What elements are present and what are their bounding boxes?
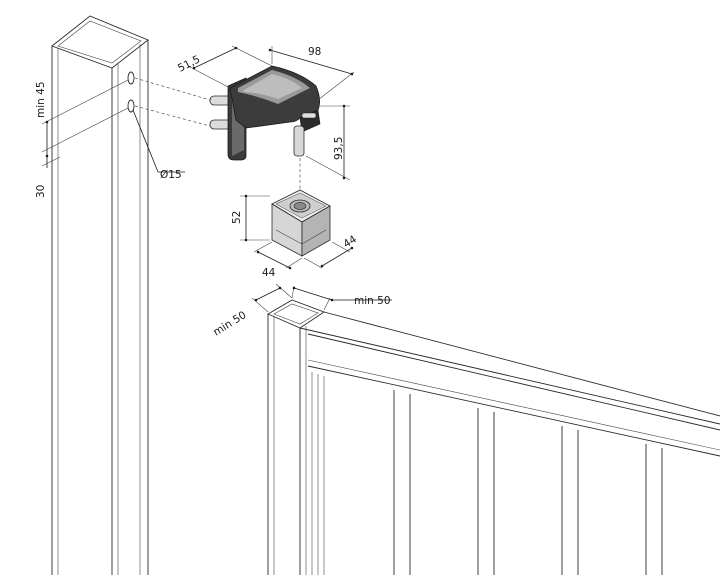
rail-width-dimension: min 50 <box>211 283 293 339</box>
hole-spacing-label: min 45 <box>35 82 47 119</box>
hole-offset-label: 30 <box>35 185 47 198</box>
base-depth-label: 44 <box>341 233 359 250</box>
base-width-label: 44 <box>262 267 276 279</box>
bracket-pivot-pin <box>293 125 305 157</box>
base-height-dimension: 52 <box>231 194 270 242</box>
hinge-base-block <box>271 189 331 257</box>
bracket-width-dimension: 98 <box>268 46 355 101</box>
rail-depth-dimension: min 50 <box>291 285 392 311</box>
mounting-hole-top <box>127 71 135 85</box>
bracket-width-label: 98 <box>308 46 321 58</box>
alignment-lines <box>134 77 301 195</box>
rail-depth-label: min 50 <box>354 295 391 307</box>
base-height-label: 52 <box>231 211 243 224</box>
bracket-height-dimension: 93,5 <box>305 104 351 181</box>
rail-width-label: min 50 <box>211 309 248 339</box>
base-width-dimension: 44 <box>253 241 303 279</box>
mounting-hole-bottom <box>127 99 135 113</box>
gate-frame <box>267 299 720 575</box>
hole-diameter-callout: Ø15 <box>132 109 185 181</box>
gate-post <box>51 15 149 575</box>
bracket-height-label: 93,5 <box>333 137 345 160</box>
hole-diameter-label: Ø15 <box>160 169 182 181</box>
hinge-bracket <box>209 65 321 161</box>
hole-spacing-dimension: min 45 30 <box>35 79 129 198</box>
